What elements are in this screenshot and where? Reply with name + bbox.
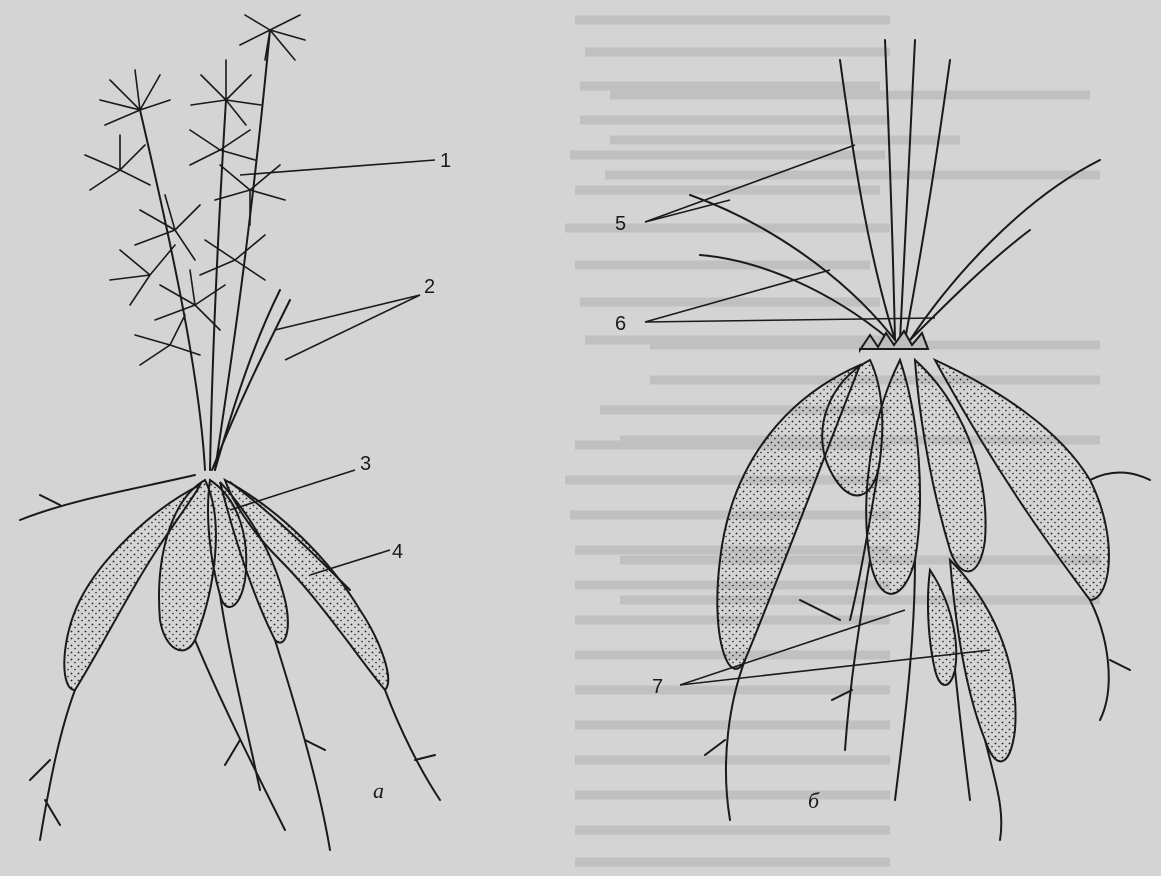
caption-b: б: [808, 788, 820, 813]
caption-a: а: [373, 778, 384, 803]
label-5: 5: [615, 213, 626, 235]
label-1: 1: [440, 150, 451, 172]
plant-a: [20, 15, 440, 850]
label-2: 2: [424, 276, 435, 298]
label-3: 3: [360, 453, 371, 475]
label-6: 6: [615, 313, 626, 335]
label-7: 7: [652, 676, 663, 698]
label-4: 4: [392, 541, 403, 563]
